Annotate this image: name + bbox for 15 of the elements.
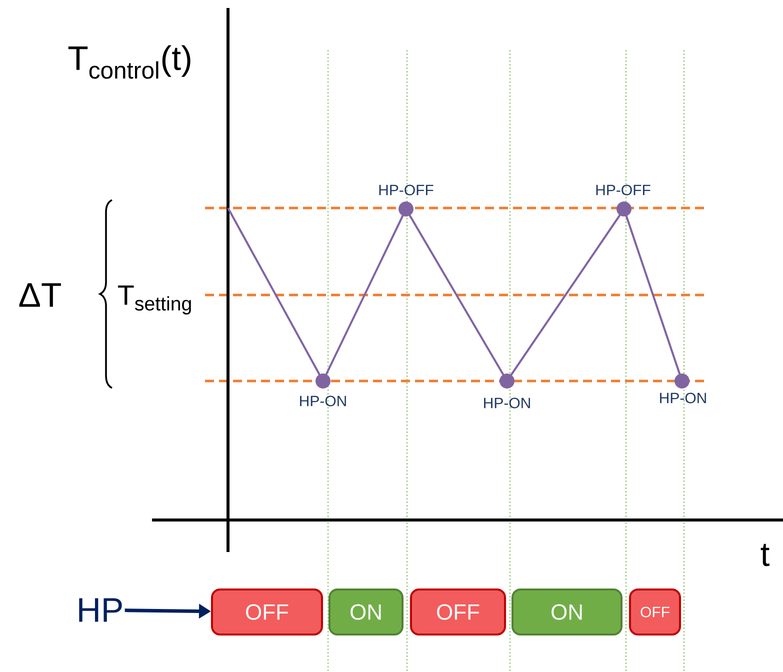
range-label: ΔT: [19, 283, 61, 307]
state-box: OFF: [211, 588, 323, 636]
point-label: HP-OFF: [596, 184, 650, 196]
point-label: HP-ON: [300, 396, 346, 406]
axis-title: T$_{control}$(t): [68, 45, 190, 79]
point-label: HP-OFF: [379, 184, 434, 196]
point-label: HP-ON: [484, 398, 530, 408]
state-box: OFF: [410, 588, 506, 636]
state-box: ON: [512, 588, 622, 636]
label-text: HP: [79, 598, 122, 622]
state-box: OFF: [629, 588, 681, 636]
axis-title: t: [760, 544, 770, 566]
state-box: ON: [328, 588, 404, 636]
setpoint-label: T$_{setting}$: [118, 286, 191, 314]
point-label: HP-ON: [660, 392, 706, 404]
